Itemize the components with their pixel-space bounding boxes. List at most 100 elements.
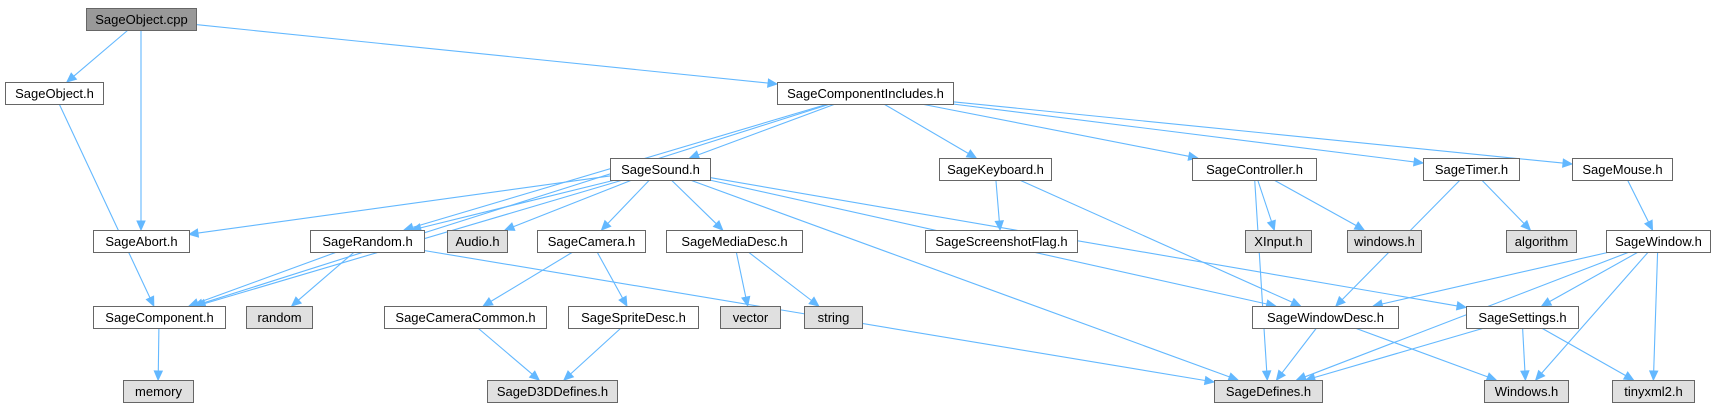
edge-sageobject_cpp-to-sagecomponentincludes_h (195, 24, 779, 88)
edge-sagecomponent_h-to-memory (153, 327, 164, 382)
edge-sagecontroller_h-to-sagedefines_h (1254, 179, 1272, 382)
node-sagewindowdesc-h[interactable]: SageWindowDesc.h (1252, 306, 1399, 329)
node-sagecomponentincludes-h[interactable]: SageComponentIncludes.h (777, 82, 954, 105)
edge-line (1653, 251, 1659, 372)
edge-arrowhead (1227, 372, 1240, 382)
node-sagemouse-h[interactable]: SageMouse.h (1572, 158, 1673, 181)
edge-sagewindowdesc_h-to-windows_h_upper (1354, 327, 1498, 382)
edge-sagecontroller_h-to-xinput_h (1257, 179, 1276, 232)
edge-arrowhead (712, 219, 724, 231)
edge-line (513, 179, 633, 228)
node-vector: vector (720, 306, 781, 329)
node-label: SageAbort.h (105, 234, 177, 249)
edge-arrowhead (1266, 219, 1276, 232)
node-label: SageTimer.h (1435, 162, 1508, 177)
node-box (384, 306, 547, 329)
node-sagespritedesc-h[interactable]: SageSpriteDesc.h (568, 306, 699, 329)
edge-line (1257, 179, 1273, 222)
edge-arrowhead (1335, 295, 1346, 307)
node-label: Windows.h (1495, 384, 1559, 399)
node-label: SageScreenshotFlag.h (935, 234, 1067, 249)
node-box (1612, 380, 1695, 403)
node-label: SageController.h (1206, 162, 1303, 177)
edge-arrowhead (1289, 297, 1302, 307)
node-box (1192, 158, 1317, 181)
node-label: SageMouse.h (1582, 162, 1662, 177)
node-windows-h-lower: windows.h (1347, 230, 1422, 253)
edge-line (1541, 251, 1649, 374)
edge-sagecomponentincludes_h-to-sagetimer_h (952, 103, 1425, 167)
node-sagewindow-h[interactable]: SageWindow.h (1606, 230, 1711, 253)
node-sagetimer-h[interactable]: SageTimer.h (1423, 158, 1520, 181)
node-sagekeyboard-h[interactable]: SageKeyboard.h (939, 158, 1052, 181)
node-sagecontroller-h[interactable]: SageController.h (1192, 158, 1317, 181)
node-box (1484, 380, 1569, 403)
node-sagecomponent-h[interactable]: SageComponent.h (93, 306, 226, 329)
edge-sagecameracommon_h-to-saged3ddefines_h (477, 327, 541, 381)
edge-sagemediadesc_h-to-vector (735, 251, 751, 308)
node-box (939, 158, 1052, 181)
edge-sagesound_h-to-sagecamera_h (600, 179, 650, 231)
node-memory: memory (123, 380, 194, 403)
edge-sageobject_h-to-sagecomponent_h (58, 103, 155, 308)
node-tinyxml2-h: tinyxml2.h (1612, 380, 1695, 403)
node-sagemediadesc-h[interactable]: SageMediaDesc.h (666, 230, 803, 253)
edge-line (689, 179, 1230, 378)
node-algorithm: algorithm (1506, 230, 1577, 253)
edge-line (1481, 179, 1525, 224)
edge-arrowhead (290, 296, 303, 307)
node-label: SageWindow.h (1615, 234, 1702, 249)
node-label: SageD3DDefines.h (497, 384, 608, 399)
node-sagecamera-h[interactable]: SageCamera.h (537, 230, 646, 253)
edge-arrowhead (563, 370, 575, 381)
node-label: XInput.h (1254, 234, 1302, 249)
edge-arrowhead (1562, 158, 1574, 168)
edge-line (157, 327, 160, 372)
node-box (447, 230, 508, 253)
edge-sagesound_h-to-audio_h (503, 179, 633, 231)
edge-sagewindow_h-to-sagewindowdesc_h (1371, 251, 1610, 309)
node-label: SageRandom.h (322, 234, 412, 249)
edge-arrowhead (994, 220, 1005, 232)
node-sageobject-h[interactable]: SageObject.h (5, 82, 104, 105)
node-sagedefines-h: SageDefines.h (1214, 380, 1323, 403)
edge-line (670, 179, 717, 225)
edge-arrowhead (1261, 370, 1272, 382)
node-label: SageCamera.h (548, 234, 635, 249)
edge-arrowhead (1520, 370, 1530, 382)
edge-arrowhead (1413, 157, 1425, 167)
node-sagecameracommon-h[interactable]: SageCameraCommon.h (384, 306, 547, 329)
node-sagerandom-h[interactable]: SageRandom.h (310, 230, 425, 253)
node-saged3ddefines-h: SageD3DDefines.h (487, 380, 618, 403)
node-box (86, 8, 197, 31)
node-sageobject-cpp[interactable]: SageObject.cpp (86, 8, 197, 31)
edge-line (1549, 251, 1639, 303)
node-label: SageSpriteDesc.h (581, 310, 686, 325)
node-label: Audio.h (455, 234, 499, 249)
edge-line (995, 179, 1000, 222)
edge-line (197, 251, 338, 304)
edge-arrowhead (153, 370, 164, 382)
edge-sagecamera_h-to-sagespritedesc_h (596, 251, 628, 308)
node-sagesettings-h[interactable]: SageSettings.h (1466, 306, 1579, 329)
node-box (1606, 230, 1711, 253)
node-box (1423, 158, 1520, 181)
node-sagescreenshotflag-h[interactable]: SageScreenshotFlag.h (925, 230, 1078, 253)
edge-line (73, 29, 129, 77)
edge-sagesound_h-to-sageabort_h (187, 175, 611, 238)
node-label: tinyxml2.h (1624, 384, 1683, 399)
node-xinput-h: XInput.h (1245, 230, 1312, 253)
node-label: SageCameraCommon.h (395, 310, 535, 325)
edge-arrowhead (503, 222, 516, 231)
node-label: SageSettings.h (1478, 310, 1566, 325)
node-label: random (257, 310, 301, 325)
edge-line (1627, 179, 1649, 223)
node-box (666, 230, 803, 253)
node-sageabort-h[interactable]: SageAbort.h (93, 230, 190, 253)
node-box (610, 158, 711, 181)
edge-sagewindowdesc_h-to-sagedefines_h (1275, 327, 1317, 381)
node-label: SageComponent.h (105, 310, 213, 325)
edge-sagerandom_h-to-sagecomponent_h (187, 251, 338, 308)
node-sagesound-h[interactable]: SageSound.h (610, 158, 711, 181)
